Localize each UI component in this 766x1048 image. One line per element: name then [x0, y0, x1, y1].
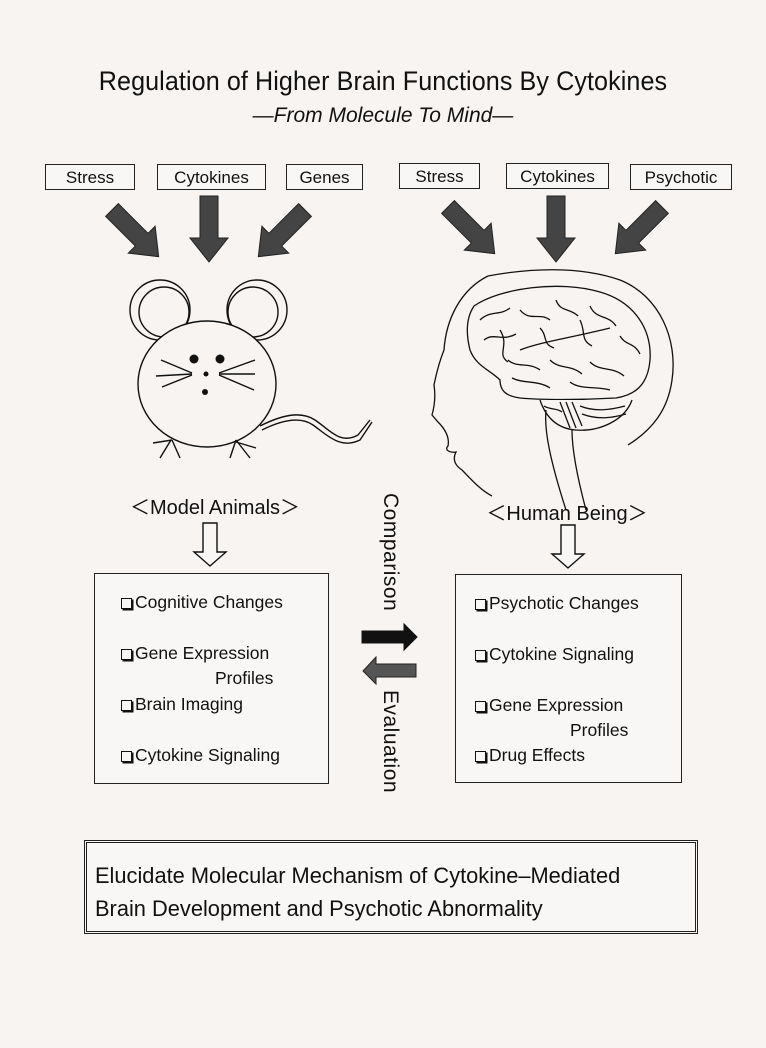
arrow-diagonal-left-icon: [244, 196, 319, 270]
conclusion-line-1: Elucidate Molecular Mechanism of Cytokin…: [95, 863, 621, 888]
checkbox-icon: [475, 599, 486, 610]
list-item: Gene Expression: [121, 643, 269, 664]
model-animals-label: ＜Model Animals＞: [129, 497, 301, 519]
input-box-stress-right: Stress: [399, 163, 480, 189]
input-box-stress-left: Stress: [45, 164, 135, 190]
exchange-arrows: [361, 622, 418, 686]
arrow-left-icon: [362, 655, 417, 686]
conclusion-box: Elucidate Molecular Mechanism of Cytokin…: [84, 840, 698, 934]
list-item: Drug Effects: [475, 745, 585, 766]
list-item-continuation: Profiles: [570, 720, 629, 740]
input-box-psychotic: Psychotic: [630, 164, 732, 190]
checkbox-icon: [121, 751, 132, 762]
input-box-genes: Genes: [286, 164, 363, 190]
checkbox-icon: [475, 751, 486, 762]
human-being-list: Psychotic Changes Cytokine Signaling Gen…: [455, 574, 682, 783]
checkbox-icon: [475, 701, 486, 712]
model-animals-list: Cognitive Changes Gene Expression Profil…: [94, 573, 329, 784]
list-item: Cytokine Signaling: [121, 745, 280, 766]
checkbox-icon: [121, 700, 132, 711]
input-box-cytokines-right: Cytokines: [506, 163, 609, 189]
hollow-arrow-down-icon: [550, 524, 586, 569]
list-item-continuation: Profiles: [215, 668, 274, 688]
checkbox-icon: [121, 649, 132, 660]
mouse-icon: [129, 279, 373, 459]
list-item: Gene Expression: [475, 695, 623, 716]
list-item: Cytokine Signaling: [475, 644, 634, 665]
arrow-down-icon: [189, 195, 229, 263]
hollow-arrow-down-icon: [192, 522, 228, 567]
arrow-diagonal-right-icon: [98, 196, 173, 270]
diagram-title: Regulation of Higher Brain Functions By …: [98, 66, 668, 96]
checkbox-icon: [121, 598, 132, 609]
human-being-label: ＜Human Being＞: [486, 503, 648, 525]
human-head-brain-icon: [431, 269, 674, 510]
arrow-right-icon: [361, 622, 418, 652]
checkbox-icon: [475, 650, 486, 661]
list-item: Cognitive Changes: [121, 592, 283, 613]
list-item: Brain Imaging: [121, 694, 243, 715]
conclusion-line-2: Brain Development and Psychotic Abnormal…: [95, 896, 543, 921]
diagram-subtitle: —From Molecule To Mind—: [252, 104, 514, 127]
input-box-cytokines-left: Cytokines: [157, 164, 266, 190]
evaluation-label: Evaluation: [379, 690, 402, 794]
list-item: Psychotic Changes: [475, 593, 639, 614]
comparison-label: Comparison: [379, 493, 402, 612]
